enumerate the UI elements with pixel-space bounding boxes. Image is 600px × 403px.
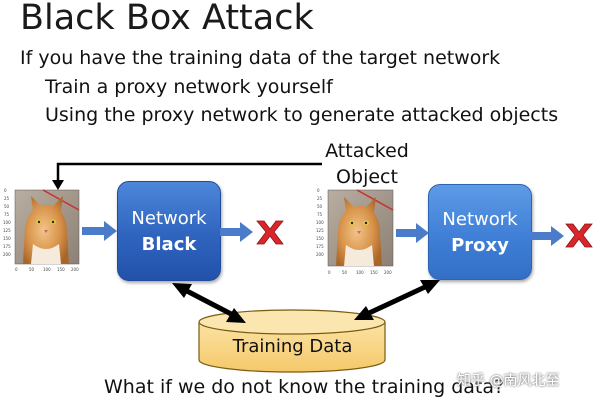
- svg-text:0: 0: [15, 267, 18, 272]
- svg-text:150: 150: [3, 236, 11, 241]
- training-data-database-icon: [198, 309, 386, 373]
- bullet-main: If you have the training data of the tar…: [20, 47, 501, 69]
- network-proxy-line1: Network: [442, 209, 518, 230]
- svg-text:125: 125: [316, 228, 324, 233]
- svg-text:200: 200: [3, 252, 11, 257]
- svg-text:25: 25: [4, 196, 10, 201]
- svg-text:50: 50: [342, 270, 348, 275]
- svg-text:0: 0: [317, 188, 320, 193]
- cat-plot-right: 0 25 50 75 100 125 150 175 200 0 50 100 …: [316, 188, 394, 275]
- cat-image-attacked: 0 25 50 75 100 125 150 175 200 0 50 100 …: [315, 188, 395, 278]
- slide-title: Black Box Attack: [20, 0, 314, 38]
- svg-text:150: 150: [57, 267, 65, 272]
- svg-text:175: 175: [316, 244, 324, 249]
- svg-text:100: 100: [316, 220, 324, 225]
- attacked-label-line2: Object: [336, 166, 398, 188]
- svg-text:150: 150: [316, 236, 324, 241]
- svg-text:100: 100: [356, 270, 364, 275]
- svg-text:75: 75: [4, 212, 10, 217]
- svg-text:175: 175: [3, 244, 11, 249]
- network-black-line1: Network: [131, 208, 207, 229]
- network-black-box: Network Black: [117, 181, 221, 281]
- red-cross-icon: [256, 220, 284, 245]
- svg-text:0: 0: [328, 270, 331, 275]
- blue-arrow-to-black: [82, 221, 117, 241]
- svg-text:200: 200: [384, 270, 392, 275]
- blue-arrow-black-out: [220, 222, 253, 242]
- training-data-label: Training Data: [232, 336, 353, 357]
- bullet-sub-1: Train a proxy network yourself: [45, 76, 333, 98]
- svg-text:75: 75: [317, 212, 323, 217]
- svg-text:50: 50: [29, 267, 35, 272]
- cat-image-original: 0 25 50 75 100 125 150 175 200 0 50 100 …: [3, 188, 81, 275]
- svg-text:0: 0: [4, 188, 7, 193]
- feedback-arrow: [52, 162, 322, 190]
- network-black-line2: Black: [141, 234, 197, 255]
- svg-text:200: 200: [316, 252, 324, 257]
- svg-text:200: 200: [71, 267, 79, 272]
- svg-text:25: 25: [317, 196, 323, 201]
- bottom-question: What if we do not know the training data…: [104, 376, 505, 398]
- svg-text:100: 100: [3, 220, 11, 225]
- watermark: 知乎 @南风北至: [457, 373, 560, 389]
- svg-text:50: 50: [317, 204, 323, 209]
- blue-arrow-to-proxy: [396, 223, 429, 243]
- blue-arrow-proxy-out: [531, 226, 564, 246]
- svg-text:125: 125: [3, 228, 11, 233]
- double-arrow-black-data: [172, 283, 246, 323]
- attacked-object-label: Attacked Object: [322, 138, 412, 190]
- svg-text:150: 150: [370, 270, 378, 275]
- network-proxy-box: Network Proxy: [428, 184, 532, 280]
- red-cross-icon: [565, 223, 593, 248]
- svg-text:50: 50: [4, 204, 10, 209]
- double-arrow-data-proxy: [354, 280, 440, 320]
- svg-text:100: 100: [43, 267, 51, 272]
- attacked-label-line1: Attacked: [325, 140, 409, 162]
- cat-plot-left: 0 25 50 75 100 125 150 175 200 0 50 100 …: [3, 188, 80, 272]
- network-proxy-line2: Proxy: [451, 235, 509, 256]
- bullet-sub-2: Using the proxy network to generate atta…: [45, 104, 559, 126]
